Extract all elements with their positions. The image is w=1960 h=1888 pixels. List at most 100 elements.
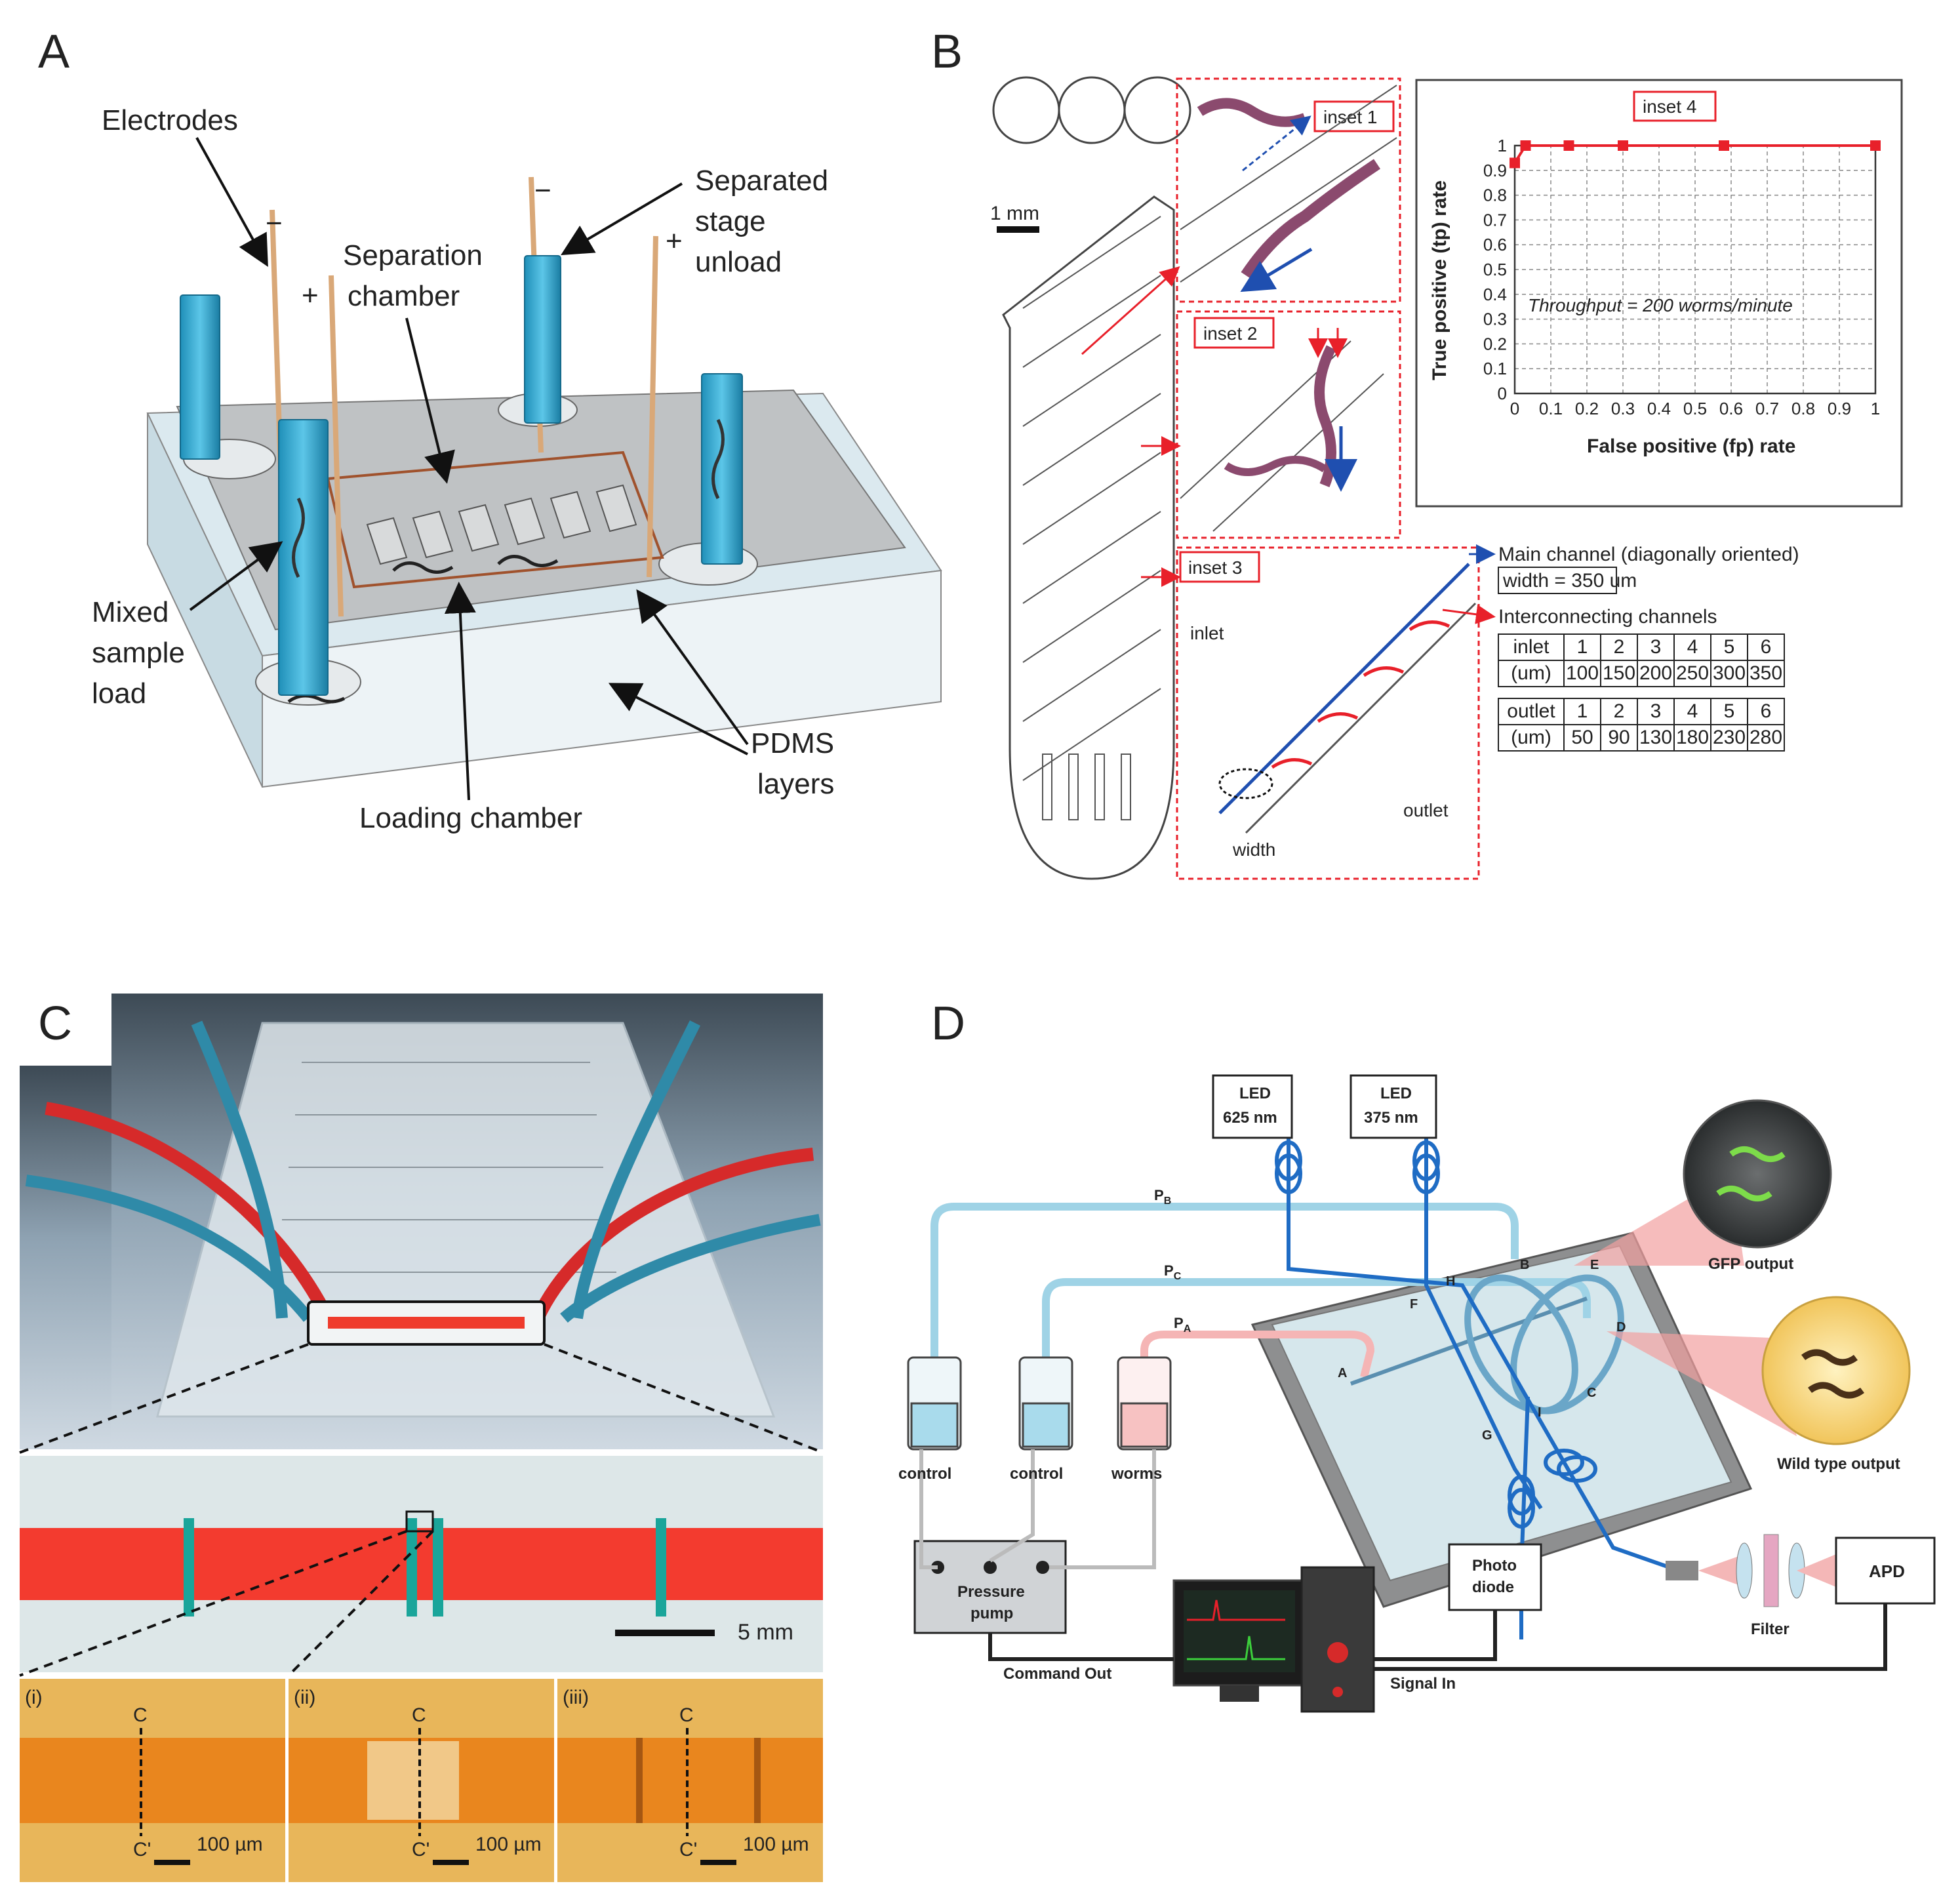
inlet-table-cell: 3	[1650, 636, 1662, 658]
inlet-table-cell-border	[1563, 660, 1601, 687]
inset-4-chart-frame	[1415, 79, 1903, 508]
point-d: D	[1616, 1320, 1626, 1335]
inset-3-label: inset 3	[1188, 557, 1243, 578]
photodiode-line1: Photo	[1472, 1557, 1517, 1575]
signal-in-label: Signal In	[1390, 1675, 1456, 1693]
inset-3-inlet: inlet	[1190, 623, 1224, 643]
panel-c-scale-100-1: 100 µm	[197, 1834, 263, 1855]
pressure-a-label: PA	[1174, 1315, 1191, 1335]
chart-xtick-label: 0.5	[1683, 399, 1707, 418]
reservoir-control-2: control	[1010, 1465, 1063, 1483]
pressure-b-label: PB	[1154, 1187, 1171, 1207]
label-mixed-3: load	[92, 677, 146, 710]
label-separation-1: Separation	[343, 239, 483, 271]
inlet-table-cell: 100	[1566, 662, 1599, 684]
panel-b-chip-layout	[992, 76, 1191, 880]
led-375-line2: 375 nm	[1364, 1109, 1418, 1127]
inlet-table-cell: 4	[1687, 636, 1698, 658]
outlet-table-cell: 3	[1650, 700, 1662, 722]
inlet-table-cell-border	[1637, 633, 1675, 661]
chart-point	[1520, 140, 1531, 151]
outlet-table-cell-border	[1747, 724, 1785, 752]
panel-d-setup	[907, 1074, 1936, 1713]
led-625-line2: 625 nm	[1223, 1109, 1277, 1127]
chart-point	[1510, 157, 1520, 169]
chart-xtick-label: 0.8	[1791, 399, 1815, 418]
main-channel-label: Main channel (diagonally oriented)	[1498, 544, 1799, 565]
outlet-table-cell-border	[1563, 724, 1601, 752]
panel-a-device	[146, 176, 942, 788]
label-loading-chamber: Loading chamber	[359, 802, 582, 834]
label-mixed-1: Mixed	[92, 596, 169, 628]
apd-label: APD	[1869, 1561, 1905, 1581]
outlet-table-cell-border	[1600, 698, 1638, 725]
panel-letter-a: A	[38, 26, 70, 78]
led-375-line1: LED	[1380, 1085, 1412, 1102]
panel-c-c-top-2: C	[412, 1704, 426, 1726]
inlet-table-cell-border	[1498, 660, 1565, 687]
outlet-table-cell-border	[1673, 698, 1711, 725]
panel-b-scale-label: 1 mm	[990, 203, 1039, 224]
panel-letter-d: D	[931, 997, 965, 1050]
electrode-sign-plus-1: +	[302, 279, 319, 311]
electrode-sign-minus-1: −	[266, 207, 283, 239]
outlet-table-cell-border	[1600, 724, 1638, 752]
panel-c-c-bottom-2: C'	[412, 1839, 430, 1860]
pressure-c-label: PC	[1164, 1262, 1182, 1282]
reservoir-control-1: control	[898, 1465, 951, 1483]
interconnecting-label: Interconnecting channels	[1498, 606, 1717, 628]
point-f: F	[1410, 1297, 1418, 1312]
panel-c-scale-100-2: 100 µm	[475, 1834, 542, 1855]
point-h: H	[1446, 1274, 1455, 1289]
panel-c-sub-ii: (ii)	[294, 1687, 315, 1708]
inlet-table-cell-border	[1498, 633, 1565, 661]
inlet-table-cell: 250	[1676, 662, 1709, 684]
inset-2-tag	[1193, 317, 1275, 349]
chart-xtick-label: 0.3	[1611, 399, 1635, 418]
chart-ytick-label: 0.8	[1483, 186, 1507, 205]
chart-xtick-label: 0.9	[1828, 399, 1851, 418]
photodiode-line2: diode	[1472, 1578, 1514, 1596]
inset-1-frame	[1176, 77, 1401, 303]
chart-ytick-label: 0.9	[1483, 161, 1507, 180]
command-out-label: Command Out	[1003, 1665, 1111, 1683]
filter-label: Filter	[1751, 1620, 1790, 1638]
chart-xlabel: False positive (fp) rate	[1587, 435, 1795, 457]
inlet-table-cell-border	[1673, 660, 1711, 687]
main-channel-width: width = 350 um	[1502, 570, 1637, 592]
chart-ytick-label: 0	[1498, 384, 1507, 403]
electrode-sign-minus-2: −	[534, 174, 551, 207]
chart-xtick-label: 1	[1871, 399, 1880, 418]
outlet-table-cell-border	[1673, 724, 1711, 752]
outlet-table-cell: 6	[1761, 700, 1772, 722]
outlet-table-cell: 180	[1676, 727, 1709, 748]
pressure-pump-line1: Pressure	[957, 1583, 1025, 1601]
inset-2-frame	[1176, 310, 1401, 539]
inset-3-outlet: outlet	[1403, 800, 1449, 820]
outlet-table-cell-border	[1637, 724, 1675, 752]
outlet-table-cell: 230	[1713, 727, 1746, 748]
pressure-pump-line2: pump	[970, 1605, 1013, 1622]
inlet-table-cell: 6	[1761, 636, 1772, 658]
chart-point	[1870, 140, 1881, 151]
outlet-table-cell: 90	[1608, 727, 1630, 748]
outlet-table-cell: 4	[1687, 700, 1698, 722]
inlet-table-cell: 150	[1603, 662, 1635, 684]
chart-xtick-label: 0.7	[1755, 399, 1779, 418]
reservoir-worms: worms	[1111, 1465, 1162, 1483]
inlet-table-cell-border	[1747, 660, 1785, 687]
inlet-table-cell-border	[1600, 633, 1638, 661]
panel-c-photo	[19, 994, 824, 1882]
chart-ytick-label: 1	[1498, 136, 1507, 155]
panel-letter-c: C	[38, 997, 72, 1050]
outlet-table-cell: 2	[1614, 700, 1625, 722]
chart-xtick-label: 0.6	[1719, 399, 1743, 418]
outlet-table-cell: 5	[1724, 700, 1735, 722]
chart-ytick-label: 0.5	[1483, 260, 1507, 279]
outlet-table-cell: 50	[1571, 727, 1593, 748]
outlet-table-cell-border	[1498, 724, 1565, 752]
point-i: I	[1538, 1405, 1542, 1420]
